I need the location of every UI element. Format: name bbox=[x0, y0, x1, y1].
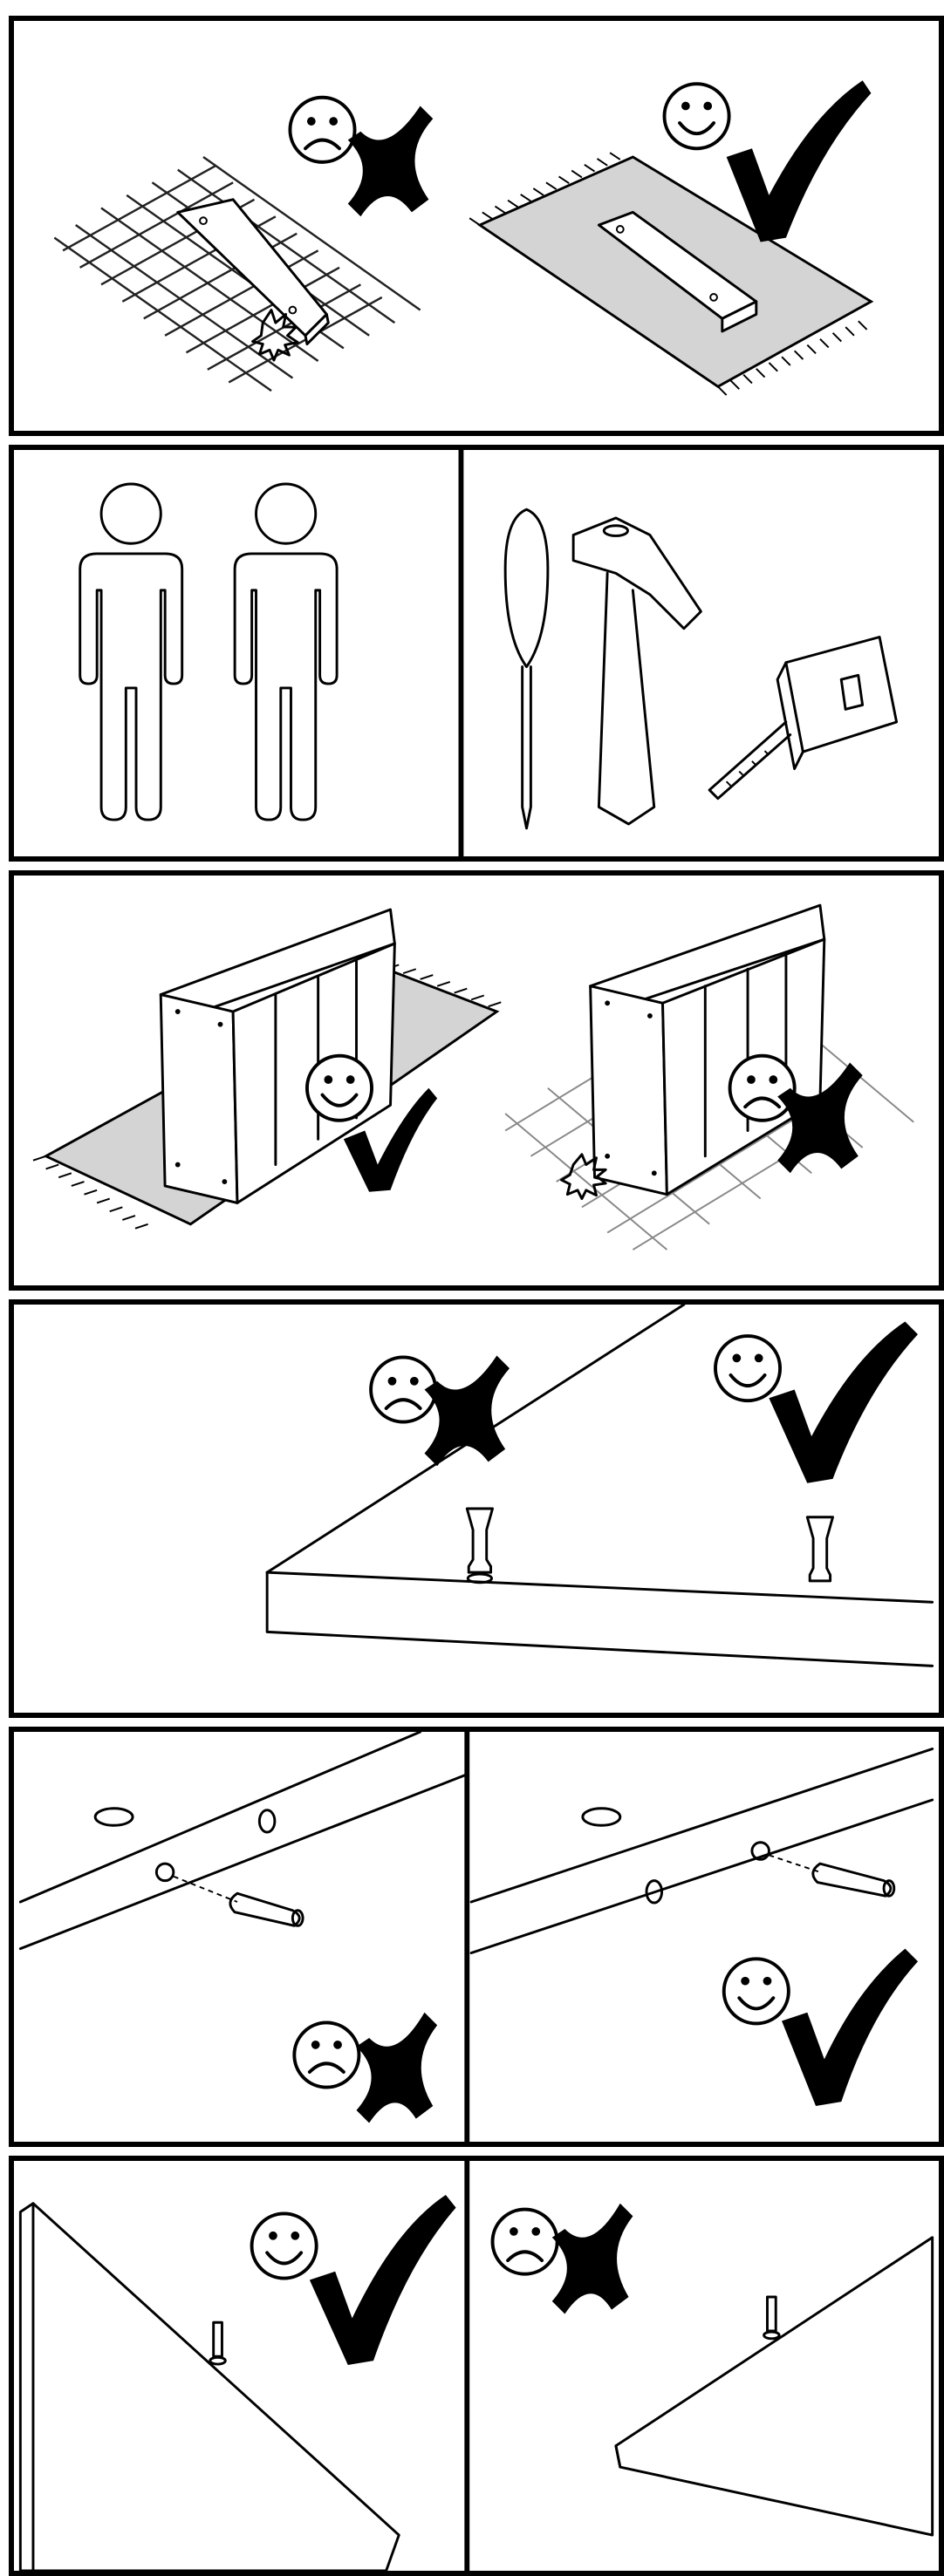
screwdriver-icon bbox=[505, 509, 548, 828]
pin-wrong bbox=[764, 2297, 780, 2339]
check-mark-icon bbox=[727, 80, 872, 242]
panel-1-illustration bbox=[14, 21, 939, 431]
panel-2 bbox=[9, 445, 944, 862]
cross-mark-icon bbox=[357, 2013, 438, 2123]
panel-3 bbox=[9, 870, 944, 1291]
panel-6-illustration bbox=[14, 2161, 939, 2571]
board-on-floor bbox=[178, 200, 329, 360]
hammer-icon bbox=[573, 518, 701, 824]
sad-face-icon bbox=[290, 98, 354, 162]
happy-face-icon bbox=[307, 1056, 372, 1121]
cross-mark-icon bbox=[348, 106, 434, 217]
happy-face-icon bbox=[724, 1959, 789, 2023]
board-edge-left bbox=[20, 1732, 467, 1949]
tape-measure-icon bbox=[709, 637, 896, 798]
panel-1 bbox=[9, 16, 944, 436]
sad-face-icon bbox=[294, 2022, 359, 2087]
panel-5-illustration bbox=[14, 1732, 939, 2142]
panel-3-illustration bbox=[14, 876, 939, 1285]
cross-mark-icon bbox=[425, 1356, 510, 1467]
board-edge-right bbox=[471, 1749, 933, 1953]
dowel-wrong bbox=[467, 1509, 492, 1583]
panel-6 bbox=[9, 2156, 944, 2576]
person-icon bbox=[80, 484, 182, 820]
happy-face-icon bbox=[664, 84, 729, 148]
check-mark-icon bbox=[769, 1322, 918, 1483]
panel-2-illustration bbox=[14, 450, 939, 856]
happy-face-icon bbox=[715, 1336, 780, 1400]
flat-panel bbox=[616, 2238, 933, 2535]
check-mark-icon bbox=[310, 2195, 456, 2365]
board bbox=[267, 1305, 932, 1666]
panel-4 bbox=[9, 1299, 944, 1718]
happy-face-icon bbox=[252, 2213, 317, 2278]
person-icon bbox=[235, 484, 337, 820]
panel-4-illustration bbox=[14, 1305, 939, 1713]
upright-panel bbox=[20, 2204, 399, 2571]
sad-face-icon bbox=[730, 1056, 795, 1121]
dowel-correct bbox=[807, 1517, 832, 1581]
cross-mark-icon bbox=[552, 2204, 633, 2314]
pin-correct bbox=[210, 2322, 226, 2364]
sad-face-icon bbox=[493, 2210, 558, 2274]
panel-5 bbox=[9, 1727, 944, 2147]
check-mark-icon bbox=[782, 1949, 918, 2106]
